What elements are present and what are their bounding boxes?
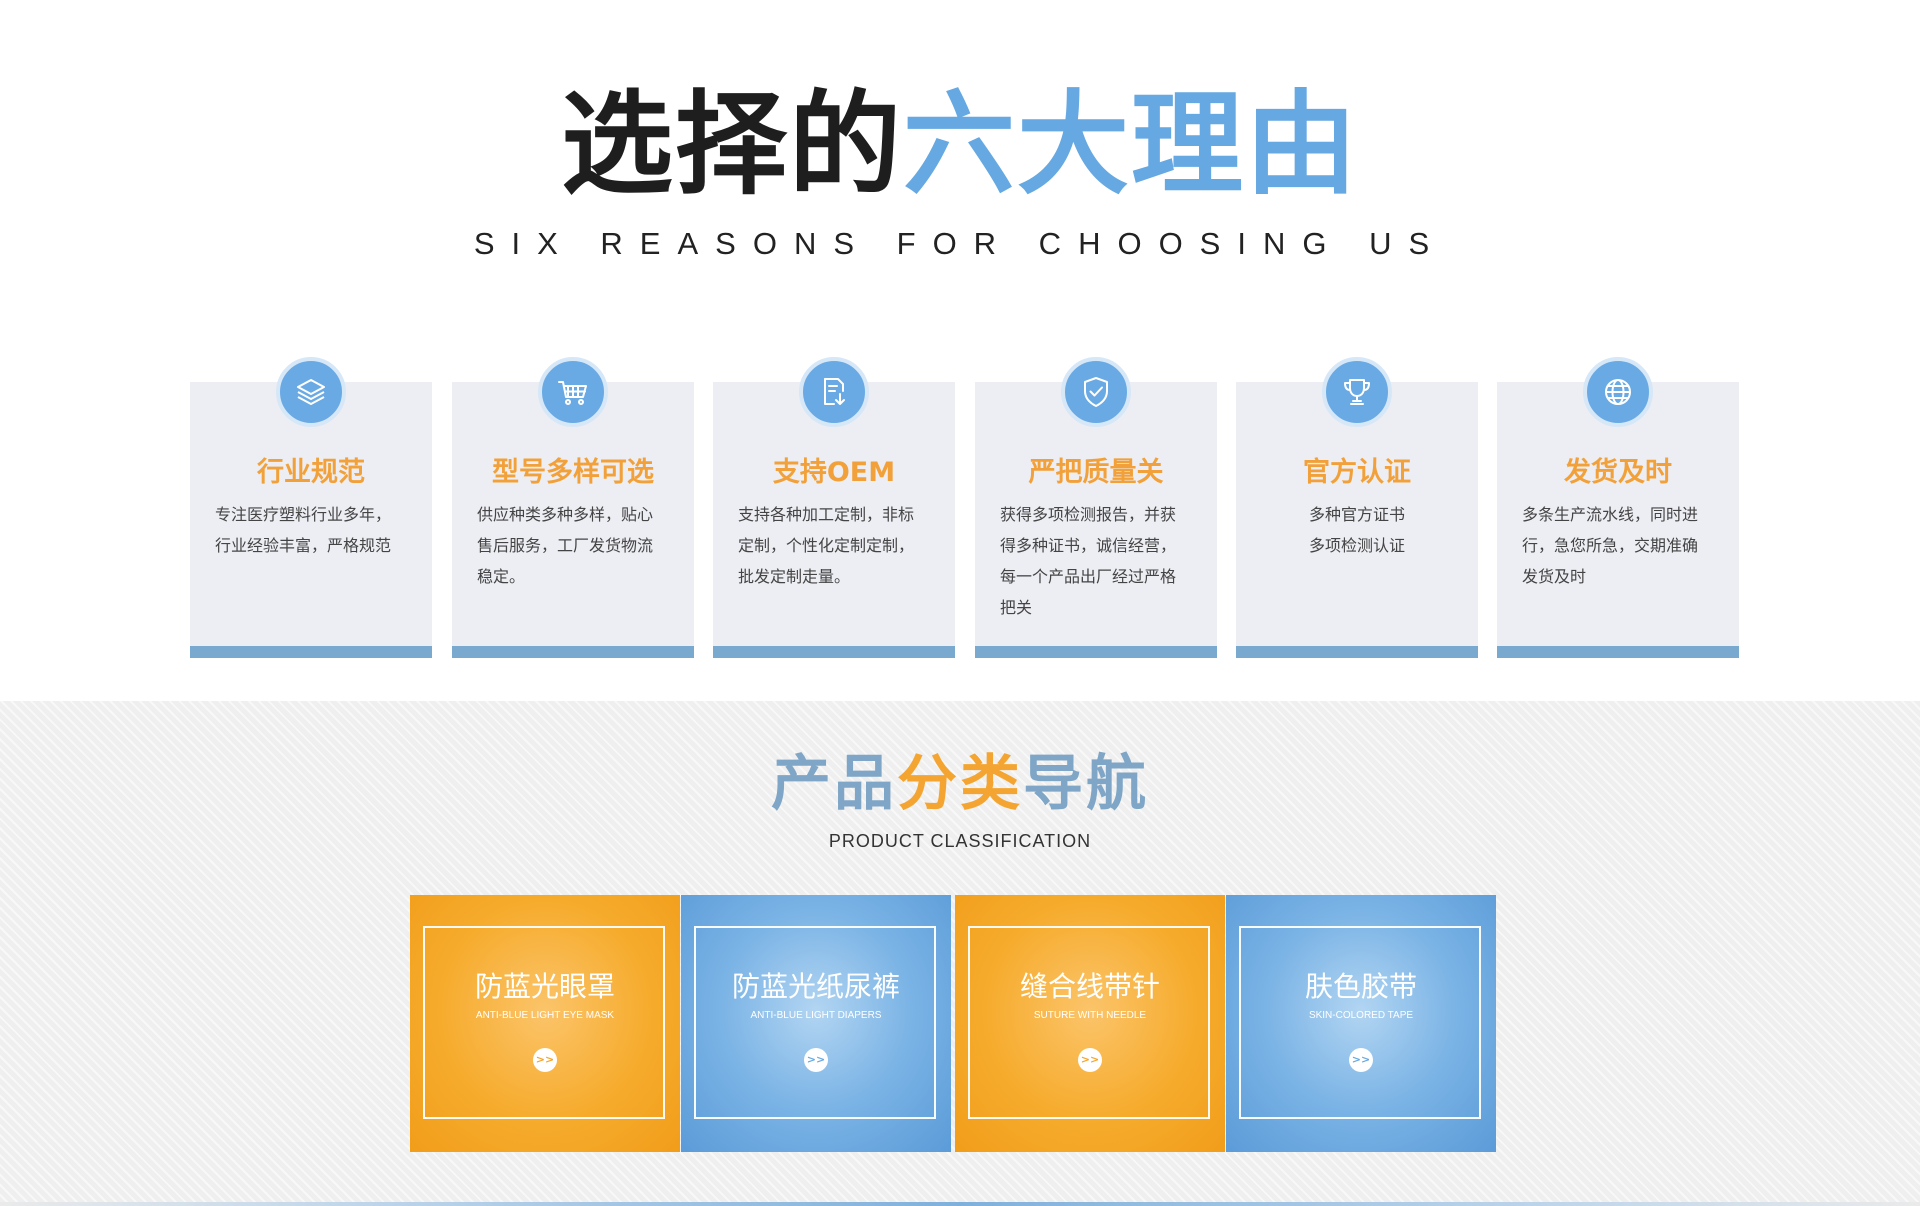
reason-card-line: 行，急您所急，交期准确: [1522, 536, 1699, 555]
document-download-icon: [799, 357, 869, 427]
tile-english-name: ANTI-BLUE LIGHT EYE MASK: [475, 1010, 615, 1021]
globe-icon: [1583, 357, 1653, 427]
reason-card-text: 多种官方证书 多项检测认证: [1236, 499, 1478, 561]
reason-card-line: 行业经验丰富，严格规范: [215, 536, 392, 555]
reason-card-title: 严把质量关: [1028, 457, 1164, 488]
reason-card-title: 型号多样可选: [492, 457, 654, 488]
section-bottom-divider: [0, 1202, 1920, 1206]
reason-card-line: 专注医疗塑料行业多年，: [215, 505, 392, 524]
tile-more-button[interactable]: >>: [533, 1048, 557, 1072]
products-title-highlight: 分类: [897, 749, 1023, 819]
layers-icon: [276, 357, 346, 427]
reason-card-text: 获得多项检测报告，并获 得多种证书，诚信经营， 每一个产品出厂经过严格 把关: [1000, 499, 1196, 623]
reason-card-text: 支持各种加工定制，非标 定制，个性化定制定制， 批发定制走量。: [738, 499, 934, 592]
reason-card-line: 多条生产流水线，同时进: [1522, 505, 1699, 524]
tile-more-button[interactable]: >>: [804, 1048, 828, 1072]
product-classification-section: 产品分类导航 PRODUCT CLASSIFICATION 防蓝光眼罩 ANTI…: [0, 701, 1920, 1206]
products-title-part1: 产品: [771, 749, 897, 819]
reason-card-model-variety: 型号多样可选 供应种类多种多样，贴心 售后服务，工厂发货物流 稳定。: [452, 357, 694, 658]
reason-card-fast-delivery: 发货及时 多条生产流水线，同时进 行，急您所急，交期准确 发货及时: [1497, 357, 1739, 658]
tile-more-button[interactable]: >>: [1349, 1048, 1373, 1072]
reason-card-line: 多项检测认证: [1308, 536, 1405, 555]
card-bottom-bar: [1497, 646, 1739, 658]
tile-frame: [423, 926, 665, 1119]
reason-card-text: 多条生产流水线，同时进 行，急您所急，交期准确 发货及时: [1522, 499, 1718, 592]
reason-card-line: 把关: [1000, 598, 1033, 617]
reason-card-line: 获得多项检测报告，并获: [1000, 505, 1177, 524]
reason-card-line: 得多种证书，诚信经营，: [1000, 536, 1177, 555]
card-bottom-bar: [975, 646, 1217, 658]
reason-card-text: 专注医疗塑料行业多年， 行业经验丰富，严格规范: [215, 499, 411, 561]
tile-english-name: SUTURE WITH NEEDLE: [1033, 1010, 1147, 1021]
reason-card-line: 供应种类多种多样，贴心: [477, 505, 654, 524]
reason-card-line: 发货及时: [1522, 567, 1587, 586]
reasons-subtitle: SIX REASONS FOR CHOOSING US: [473, 226, 1447, 261]
reasons-title-black: 选择的: [561, 80, 903, 210]
tile-name: 缝合线带针: [1019, 970, 1160, 1003]
reason-card-line: 支持各种加工定制，非标: [738, 505, 915, 524]
products-subtitle: PRODUCT CLASSIFICATION: [828, 831, 1092, 851]
reason-card-text: 供应种类多种多样，贴心 售后服务，工厂发货物流 稳定。: [477, 499, 673, 592]
shopping-cart-icon: [538, 357, 608, 427]
reason-card-title: 行业规范: [257, 457, 365, 488]
tile-name: 防蓝光眼罩: [474, 970, 615, 1003]
tile-english-name: SKIN-COLORED TAPE: [1308, 1010, 1414, 1021]
trophy-icon: [1322, 357, 1392, 427]
card-bottom-bar: [190, 646, 432, 658]
product-tile-diapers[interactable]: 防蓝光纸尿裤 ANTI-BLUE LIGHT DIAPERS >>: [681, 895, 951, 1152]
tile-frame: [968, 926, 1210, 1119]
reasons-title: 选择的六大理由: [0, 80, 1920, 210]
reason-card-quality-control: 严把质量关 获得多项检测报告，并获 得多种证书，诚信经营， 每一个产品出厂经过严…: [975, 357, 1217, 658]
reason-card-line: 稳定。: [477, 567, 526, 586]
tile-name: 肤色胶带: [1304, 970, 1417, 1003]
tile-frame: [1239, 926, 1481, 1119]
tile-english-name: ANTI-BLUE LIGHT DIAPERS: [750, 1010, 882, 1021]
products-title: 产品分类导航: [0, 744, 1920, 824]
reason-card-oem: 支持OEM 支持各种加工定制，非标 定制，个性化定制定制， 批发定制走量。: [713, 357, 955, 658]
product-tile-tape[interactable]: 肤色胶带 SKIN-COLORED TAPE >>: [1226, 895, 1496, 1152]
reason-card-title: 支持OEM: [772, 457, 896, 488]
reason-card-industry-standard: 行业规范 专注医疗塑料行业多年， 行业经验丰富，严格规范: [190, 357, 432, 658]
card-bottom-bar: [452, 646, 694, 658]
reason-card-line: 每一个产品出厂经过严格: [1000, 567, 1177, 586]
tile-more-button[interactable]: >>: [1078, 1048, 1102, 1072]
card-bottom-bar: [713, 646, 955, 658]
reason-card-line: 批发定制走量。: [738, 567, 851, 586]
reason-card-line: 多种官方证书: [1308, 505, 1405, 524]
reason-card-line: 定制，个性化定制定制，: [738, 536, 915, 555]
tile-frame: [694, 926, 936, 1119]
reasons-section: 选择的六大理由 SIX REASONS FOR CHOOSING US 行业规范…: [0, 80, 1920, 658]
product-tile-eye-mask[interactable]: 防蓝光眼罩 ANTI-BLUE LIGHT EYE MASK >>: [410, 895, 680, 1152]
reason-card-line: 售后服务，工厂发货物流: [477, 536, 654, 555]
card-bottom-bar: [1236, 646, 1478, 658]
reason-card-title: 发货及时: [1564, 457, 1672, 488]
reason-card-certification: 官方认证 多种官方证书 多项检测认证: [1236, 357, 1478, 658]
tile-name: 防蓝光纸尿裤: [731, 970, 900, 1003]
product-tile-suture[interactable]: 缝合线带针 SUTURE WITH NEEDLE >>: [955, 895, 1225, 1152]
shield-check-icon: [1061, 357, 1131, 427]
products-title-part3: 导航: [1023, 749, 1149, 819]
reason-card-title: 官方认证: [1303, 457, 1411, 488]
reasons-title-highlight: 六大理由: [903, 80, 1359, 210]
